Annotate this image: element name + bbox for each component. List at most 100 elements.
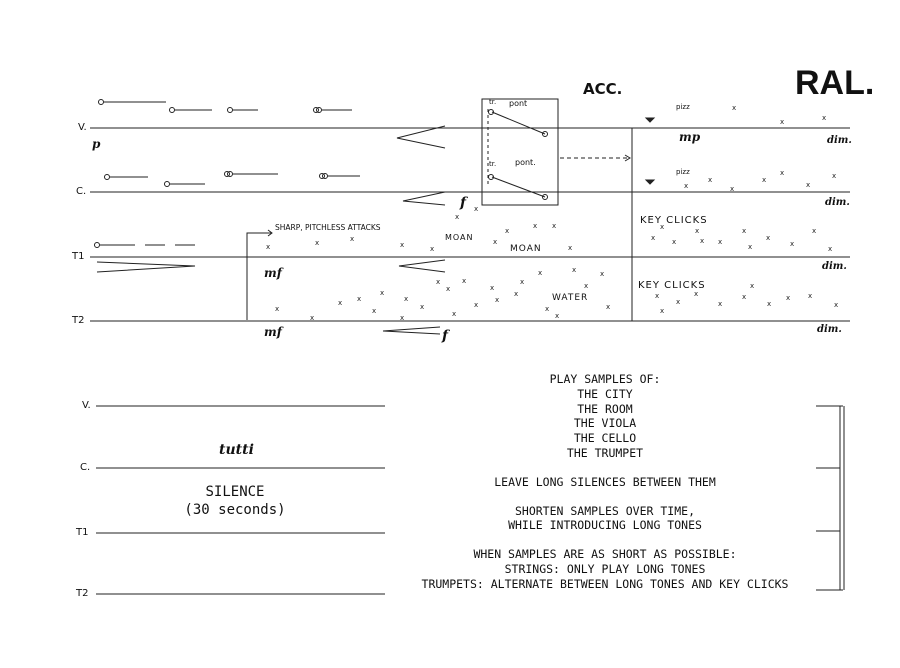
svg-text:x: x [568, 244, 572, 252]
staff-label-v-bottom: V. [82, 400, 91, 411]
svg-text:x: x [651, 234, 655, 242]
instruction-leave: LEAVE LONG SILENCES BETWEEN THEM [494, 474, 716, 489]
svg-text:x: x [490, 284, 494, 292]
hairpin [396, 125, 446, 149]
dynamic-p: p [92, 137, 101, 151]
svg-text:x: x [812, 227, 816, 235]
dynamic-f: f [460, 195, 467, 211]
svg-text:x: x [822, 114, 826, 122]
svg-text:x: x [780, 118, 784, 126]
instruction-item: THE TRUMPET [566, 445, 644, 460]
hairpin [382, 326, 441, 335]
svg-text:x: x [742, 227, 746, 235]
dim-marking: dim. [822, 261, 847, 272]
instruction-play-samples: PLAY SAMPLES OF: [549, 372, 661, 386]
hairpin [96, 261, 196, 273]
svg-text:x: x [790, 240, 794, 248]
instruction-item: THE VIOLA [573, 416, 637, 431]
dynamic-mp: mp [679, 130, 701, 144]
staff-label-t2-bottom: T2 [76, 588, 89, 599]
tempo-acc: ACC. [583, 80, 623, 98]
svg-text:x: x [350, 235, 354, 243]
svg-text:x: x [694, 290, 698, 298]
instructions-block: PLAY SAMPLES OF: THE CITY THE ROOM THE V… [395, 372, 815, 592]
annotation-key-clicks: KEY CLICKS [640, 215, 708, 226]
svg-text:x: x [684, 182, 688, 190]
staff-label-c-bottom: C. [80, 462, 91, 473]
svg-text:x: x [495, 296, 499, 304]
svg-text:x: x [767, 300, 771, 308]
instruction-item: THE ROOM [577, 401, 633, 416]
svg-text:x: x [533, 222, 537, 230]
svg-text:x: x [748, 243, 752, 251]
pont-box [481, 98, 559, 206]
instruction-shorten: SHORTEN SAMPLES OVER TIME, [514, 503, 695, 518]
dim-marking: dim. [827, 135, 852, 146]
svg-text:x: x [420, 303, 424, 311]
annotation-tr: tr. [489, 160, 497, 168]
svg-text:x: x [732, 104, 736, 112]
svg-text:x: x [436, 278, 440, 286]
svg-text:x: x [275, 305, 279, 313]
annotation-key-clicks: KEY CLICKS [638, 280, 706, 291]
staff-label-c: C. [76, 186, 87, 197]
tempo-ral: RAL. [795, 64, 875, 102]
svg-text:x: x [584, 282, 588, 290]
svg-text:x: x [708, 176, 712, 184]
instruction-trumpets: TRUMPETS: ALTERNATE BETWEEN LONG TONES A… [421, 576, 789, 591]
svg-text:x: x [474, 205, 478, 213]
tutti-marking: tutti [219, 442, 254, 458]
svg-text:x: x [660, 307, 664, 315]
annotation-pont: pont. [515, 158, 536, 167]
svg-text:x: x [750, 282, 754, 290]
svg-text:x: x [545, 305, 549, 313]
svg-text:x: x [552, 222, 556, 230]
dim-marking: dim. [817, 324, 842, 335]
svg-text:x: x [452, 310, 456, 318]
svg-text:x: x [660, 223, 664, 231]
annotation-pizz: pizz [676, 168, 690, 176]
svg-text:x: x [676, 298, 680, 306]
svg-text:x: x [695, 227, 699, 235]
hairpin [398, 259, 446, 273]
svg-text:x: x [455, 213, 459, 221]
instruction-shorten: WHILE INTRODUCING LONG TONES [508, 518, 702, 533]
svg-text:x: x [430, 245, 434, 253]
annotation-pizz: pizz [676, 103, 690, 111]
svg-text:x: x [762, 176, 766, 184]
dim-marking: dim. [825, 197, 850, 208]
svg-text:x: x [742, 293, 746, 301]
svg-text:x: x [730, 185, 734, 193]
annotation-sharp-attacks: SHARP, PITCHLESS ATTACKS [275, 223, 381, 232]
instruction-item: THE CITY [577, 386, 633, 401]
annotation-pont: pont [509, 99, 528, 108]
svg-text:x: x [828, 245, 832, 253]
annotation-moan: MOAN [445, 233, 474, 242]
silence-duration: (30 seconds) [184, 502, 286, 518]
instruction-when: WHEN SAMPLES ARE AS SHORT AS POSSIBLE: [473, 547, 737, 562]
svg-text:x: x [372, 307, 376, 315]
annotation-water: WATER [552, 293, 589, 303]
svg-text:x: x [655, 292, 659, 300]
silence-label: SILENCE [205, 484, 265, 500]
svg-text:x: x [404, 295, 408, 303]
svg-text:x: x [493, 238, 497, 246]
svg-text:x: x [310, 314, 314, 322]
svg-text:x: x [766, 234, 770, 242]
svg-text:x: x [672, 238, 676, 246]
svg-text:x: x [357, 295, 361, 303]
staff-label-v: V. [78, 122, 87, 133]
svg-text:x: x [834, 301, 838, 309]
svg-text:x: x [786, 294, 790, 302]
staff-label-t2: T2 [72, 315, 85, 326]
instruction-strings: STRINGS: ONLY PLAY LONG TONES [504, 561, 706, 576]
trumpet-box [246, 232, 272, 320]
svg-text:x: x [338, 299, 342, 307]
hairpin [402, 191, 446, 206]
svg-text:x: x [400, 241, 404, 249]
annotation-tr: tr. [489, 98, 497, 106]
svg-text:x: x [572, 266, 576, 274]
svg-text:x: x [780, 169, 784, 177]
svg-text:x: x [718, 300, 722, 308]
